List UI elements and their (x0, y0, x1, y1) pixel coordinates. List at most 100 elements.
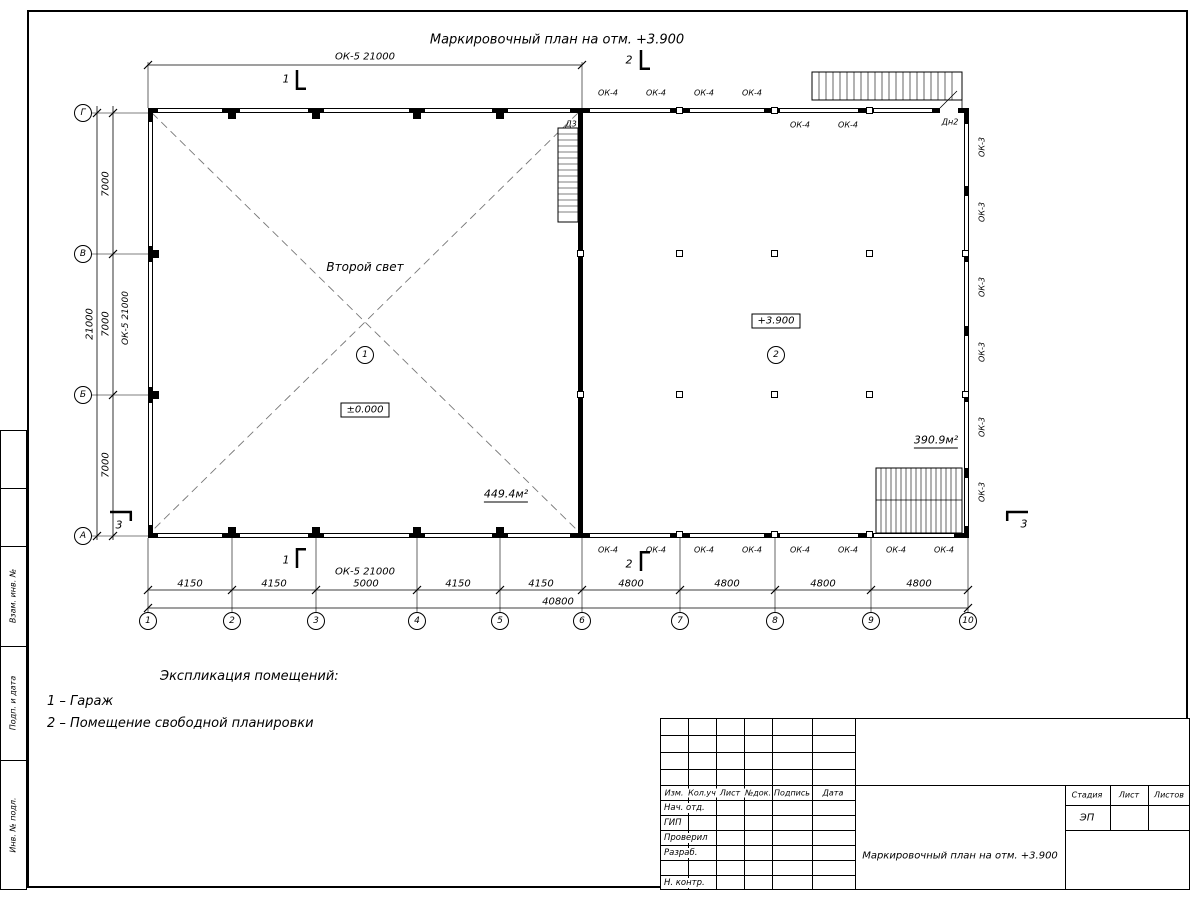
axis-bubble-7: 7 (671, 612, 689, 630)
titleblock-line (1110, 785, 1111, 830)
window-ok4 (874, 533, 954, 538)
window-ok5 (240, 108, 308, 113)
window-ok4 (690, 108, 764, 113)
titleblock-line (812, 718, 813, 890)
titleblock-stage-value: ЭП (1079, 812, 1095, 824)
titleblock-row-proveril: Проверил (662, 833, 710, 843)
room1-number-bubble: 1 (356, 346, 374, 364)
window-ok5-left (148, 403, 153, 525)
window-label-ok4: ОК-4 (742, 88, 762, 98)
pier (496, 108, 504, 119)
window-label-ok4: ОК-4 (838, 545, 858, 555)
window-ok5 (508, 533, 570, 538)
wall-top-corner (958, 108, 969, 113)
section-mark-3-left: 3 (115, 518, 123, 532)
window-label-ok3: ОК-3 (977, 342, 987, 362)
pier (312, 108, 320, 119)
window-label-ok4: ОК-4 (742, 545, 762, 555)
titleblock-line (1148, 785, 1149, 830)
titleblock-col-ndok: №док. (743, 788, 773, 798)
pier (228, 527, 236, 538)
elevation-value: +3.900 (751, 313, 801, 329)
wall-interior (578, 108, 583, 538)
axis-bubble-10: 10 (959, 612, 977, 630)
window-label-ok4: ОК-4 (646, 88, 666, 98)
section-mark-2-bottom: 2 (625, 557, 633, 571)
column (771, 107, 778, 114)
window-ok3 (964, 262, 969, 326)
window-ok5 (158, 108, 222, 113)
titleblock-row-razrab: Разраб. (662, 848, 700, 858)
titleblock-stage-label: Стадия (1071, 790, 1103, 800)
dim-bottom: 4150 (445, 578, 471, 590)
column (962, 391, 969, 398)
axis-bubble-3: 3 (307, 612, 325, 630)
titleblock-line (1065, 830, 1190, 831)
titleblock-doc-title: Маркировочный план на отм. +3.900 (862, 850, 1058, 862)
axis-letter: Г (80, 108, 86, 118)
explication-item-1: 1 – Гараж (47, 694, 114, 709)
axis-bubble-1: 1 (139, 612, 157, 630)
area-value: 390.9м² (913, 433, 959, 449)
titleblock-line (772, 718, 773, 890)
section-mark-3-right: 3 (1020, 517, 1028, 531)
column (866, 531, 873, 538)
titleblock-row-nach-otd: Нач. отд. (662, 803, 707, 813)
window-ok4 (590, 533, 670, 538)
room1-area: 449.4м² (483, 487, 529, 503)
window-label-ok4: ОК-4 (790, 120, 810, 130)
dim-ok5-top: ОК-5 21000 (335, 51, 395, 63)
window-label-ok3: ОК-3 (977, 137, 987, 157)
axis-number: 2 (229, 616, 235, 626)
titleblock-line (660, 875, 855, 876)
window-ok4 (874, 108, 932, 113)
titleblock-line (744, 718, 745, 890)
dim-bottom: 4800 (810, 578, 836, 590)
side-stamp-empty-2 (0, 488, 27, 547)
axis-bubble-8: 8 (766, 612, 784, 630)
dim-7000: 7000 (100, 311, 112, 337)
pier (413, 108, 421, 119)
axis-bubble-5: 5 (491, 612, 509, 630)
titleblock-line (716, 718, 717, 890)
titleblock-line (660, 860, 855, 861)
axis-number: 9 (868, 616, 874, 626)
window-ok5 (508, 108, 570, 113)
axis-number: 1 (145, 616, 151, 626)
titleblock-line (660, 800, 855, 801)
pier (312, 527, 320, 538)
column (771, 531, 778, 538)
titleblock-line (660, 815, 855, 816)
window-ok5 (324, 108, 409, 113)
titleblock-col-podpis: Подпись (773, 788, 811, 798)
window-label-ok3: ОК-3 (977, 482, 987, 502)
pier (148, 250, 159, 258)
titleblock-row-nkontr: Н. контр. (662, 878, 707, 888)
titleblock-col-data: Дата (821, 788, 845, 798)
axis-letter: В (79, 249, 87, 259)
titleblock-line (660, 769, 855, 770)
window-label-ok3: ОК-3 (977, 277, 987, 297)
window-ok3 (964, 402, 969, 468)
elevation-value: ±0.000 (340, 402, 390, 418)
column (577, 391, 584, 398)
room1-elevation: ±0.000 (340, 402, 390, 418)
window-label-ok4: ОК-4 (934, 545, 954, 555)
column (676, 107, 683, 114)
axis-number: 4 (414, 616, 420, 626)
window-ok3 (964, 478, 969, 526)
axis-number: 8 (772, 616, 778, 626)
axis-bubble-b: Б (74, 386, 92, 404)
sheet-frame (27, 10, 1188, 888)
room-number: 1 (362, 350, 368, 360)
titleblock-line (660, 845, 855, 846)
axis-number: 5 (497, 616, 503, 626)
axis-bubble-v: В (74, 245, 92, 263)
window-label-ok4: ОК-4 (598, 545, 618, 555)
axis-bubble-a: А (74, 527, 92, 545)
axis-letter: А (79, 531, 87, 541)
room2-elevation: +3.900 (751, 313, 801, 329)
window-ok5 (158, 533, 222, 538)
dim-bottom: 4800 (906, 578, 932, 590)
